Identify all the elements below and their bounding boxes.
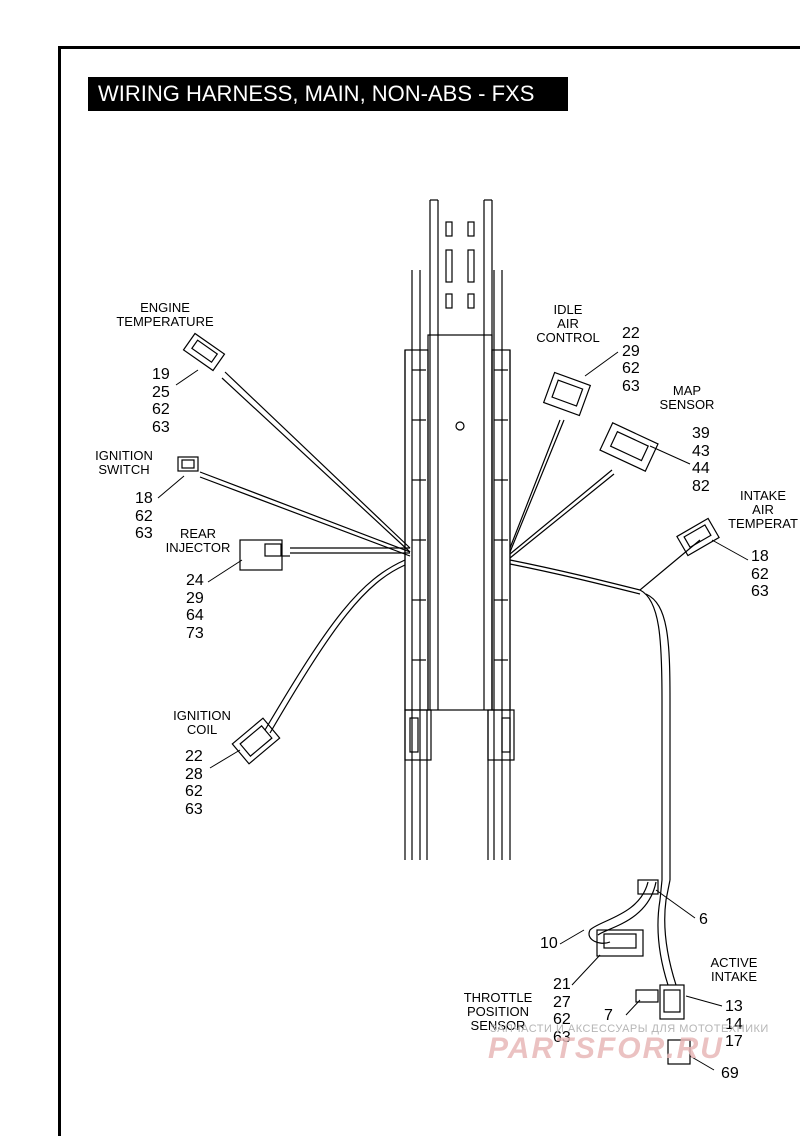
active-intake-connector xyxy=(635,984,685,1020)
callout-69: 69 xyxy=(721,1065,739,1082)
page-frame xyxy=(58,46,800,1136)
watermark-text: ЗАПЧАСТИ И АКСЕССУАРЫ ДЛЯ МОТОТЕХНИКИ xyxy=(490,1023,769,1035)
active-intake-label: ACTIVE INTAKE xyxy=(710,955,758,984)
callout-6: 6 xyxy=(699,911,708,928)
throttle-position-sensor-label: THROTTLE POSITION SENSOR xyxy=(463,990,533,1033)
engine-temp-connector xyxy=(182,332,226,372)
tps-connector xyxy=(596,929,644,957)
harness-wires-right xyxy=(509,419,701,986)
callout-7: 7 xyxy=(604,1007,613,1024)
connector-69 xyxy=(667,1039,691,1065)
cable-strap xyxy=(637,879,659,895)
idle-air-connector xyxy=(542,371,592,417)
diagram-title: WIRING HARNESS, MAIN, NON-ABS - FXS xyxy=(88,77,568,111)
harness-wires-left xyxy=(199,371,411,734)
rear-injector-connector xyxy=(239,539,290,571)
engine-temperature-label: ENGINE TEMPERATURE xyxy=(116,300,214,329)
frame-rails xyxy=(404,199,515,860)
ignition-switch-label: IGNITION SWITCH xyxy=(95,448,153,477)
callout-10: 10 xyxy=(540,935,558,952)
ignition-coil-label: IGNITION COIL xyxy=(173,708,231,737)
intake-air-temperature-label: INTAKE AIR TEMPERAT xyxy=(728,489,798,531)
watermark-logo: PARTSFOR.RU xyxy=(488,1032,724,1065)
leader-lines xyxy=(157,351,749,1071)
ignition-coil-connector xyxy=(231,717,281,765)
map-sensor-connector xyxy=(599,422,659,472)
map-sensor-label: MAP SENSOR xyxy=(659,383,715,412)
iat-connector xyxy=(676,517,720,557)
idle-air-control-label: IDLE AIR CONTROL xyxy=(536,302,600,345)
rear-injector-label: REAR INJECTOR xyxy=(165,526,231,555)
ignition-switch-connector xyxy=(177,456,199,472)
